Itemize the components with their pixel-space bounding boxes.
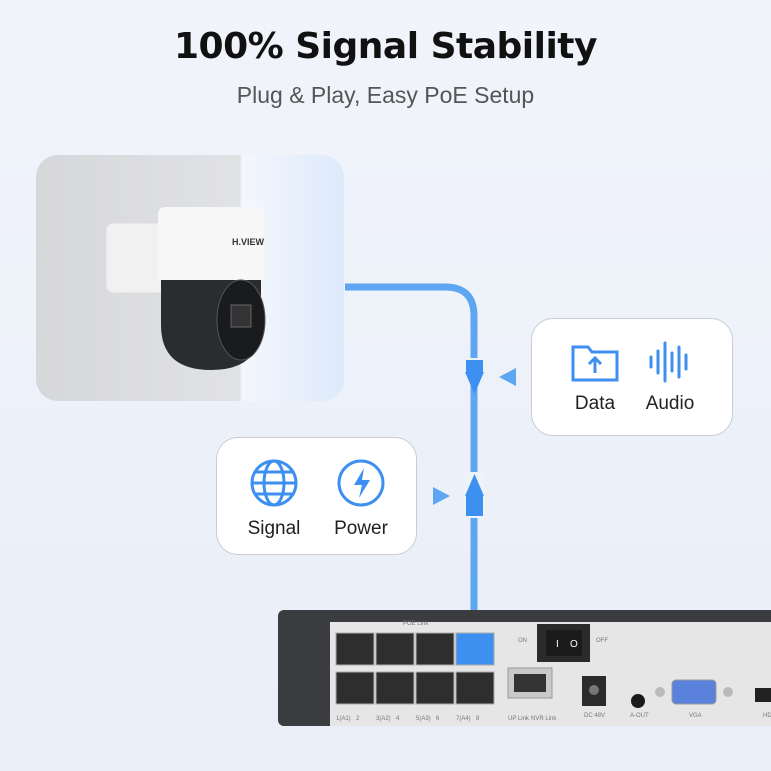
camera-illustration: H.VIEW — [105, 207, 266, 370]
vga-label: VGA — [689, 713, 702, 719]
feature-power: Power — [316, 458, 406, 540]
switch-on-label: ON — [518, 638, 527, 644]
left-triangle-icon — [499, 368, 516, 386]
feature-label: Audio — [645, 393, 695, 414]
poe-port — [335, 671, 375, 705]
hdmi-label: HD — [763, 713, 771, 719]
port-label: 4 — [396, 716, 400, 722]
feature-label: Power — [334, 518, 388, 539]
feature-signal: Signal — [229, 458, 319, 540]
port-label: 5(A3) — [416, 716, 431, 722]
port-label: 6 — [436, 716, 440, 722]
audio-out-jack — [631, 694, 645, 708]
port-label: 3(A2) — [376, 716, 391, 722]
svg-text:I: I — [556, 639, 559, 650]
aout-label: A-OUT — [630, 713, 649, 719]
ethernet-cable — [345, 283, 478, 640]
folder-upload-icon — [571, 345, 619, 382]
feature-label: Data — [574, 393, 616, 414]
nvr-link-label: NVR Link — [531, 716, 557, 722]
poe-port — [375, 671, 415, 705]
dc-label: DC 48V — [584, 713, 606, 719]
page-subtitle: Plug & Play, Easy PoE Setup — [236, 82, 535, 108]
up-arrow-icon — [465, 474, 484, 496]
poe-port — [415, 671, 455, 705]
signal-power-card: Signal Power — [216, 437, 417, 555]
vga-port — [671, 679, 717, 705]
feature-data: Data — [550, 341, 640, 415]
feature-label: Signal — [247, 518, 301, 539]
data-audio-card: Data Audio — [531, 318, 733, 436]
sound-wave-icon — [649, 341, 688, 383]
uplink-label: UP Link — [508, 716, 529, 722]
switch-off-label: OFF — [596, 638, 608, 644]
svg-text:O: O — [570, 639, 578, 650]
port-label: 7(A4) — [456, 716, 471, 722]
poe-label: POE Link — [403, 621, 429, 627]
poe-port — [415, 632, 455, 666]
down-arrow-icon — [465, 372, 484, 394]
poe-port — [455, 671, 495, 705]
poe-port — [335, 632, 375, 666]
right-triangle-icon — [433, 487, 450, 505]
page-title: 100% Signal Stability — [174, 26, 597, 67]
lightning-icon — [337, 459, 385, 507]
globe-icon — [250, 459, 298, 507]
port-label: 1(A1) — [336, 716, 351, 722]
poe-port — [455, 632, 495, 666]
port-label: 8 — [476, 716, 480, 722]
port-label: 2 — [356, 716, 360, 722]
camera-image: H.VIEW — [36, 155, 344, 401]
camera-brand: H.VIEW — [232, 237, 265, 247]
feature-audio: Audio — [625, 341, 715, 415]
hdmi-port — [755, 688, 771, 702]
poe-port — [375, 632, 415, 666]
